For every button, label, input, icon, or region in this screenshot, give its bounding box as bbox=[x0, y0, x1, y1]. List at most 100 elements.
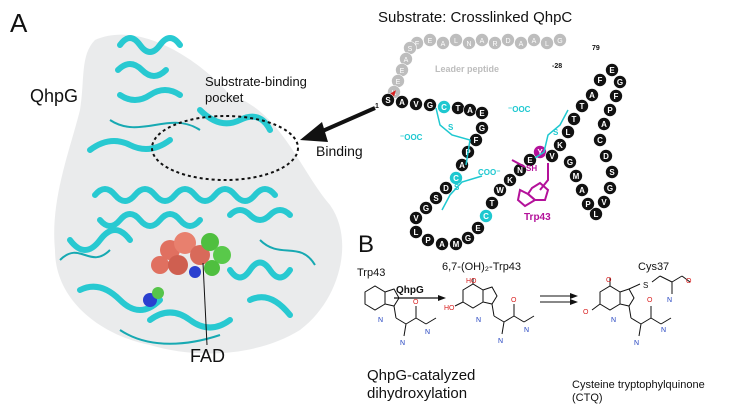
leader-residue-label: G bbox=[557, 38, 562, 45]
start-number: 1 bbox=[375, 103, 379, 110]
reaction-arrow-2a-head bbox=[570, 293, 578, 299]
peptide-residue-label: D bbox=[603, 152, 609, 161]
trp43-n2: N bbox=[425, 329, 430, 336]
peptide-residue bbox=[493, 183, 507, 197]
peptide-residue bbox=[419, 201, 433, 215]
fad-pointer bbox=[202, 262, 208, 346]
leader-residue-label: A bbox=[441, 41, 446, 48]
peptide-residue bbox=[563, 155, 577, 169]
enzyme-label: QhpG bbox=[396, 285, 424, 296]
peptide-residue-label: T bbox=[580, 102, 585, 111]
cys37-sidechain bbox=[511, 159, 526, 168]
peptide-residue-label: A bbox=[439, 240, 445, 249]
leader-residue bbox=[501, 33, 515, 47]
pocket-label-line2: pocket bbox=[205, 90, 244, 105]
intermediate-n2: N bbox=[524, 327, 529, 334]
pocket-label-line1: Substrate-binding bbox=[205, 74, 307, 89]
trp43-o: O bbox=[413, 299, 419, 306]
peptide-residue-label: A bbox=[579, 186, 585, 195]
peptide-residue bbox=[409, 225, 423, 239]
peptide-residue bbox=[455, 158, 469, 172]
peptide-residue bbox=[569, 169, 583, 183]
ctq-o-3: O bbox=[686, 278, 692, 285]
peptide-residue-label: C bbox=[441, 103, 447, 112]
peptide-residue bbox=[605, 165, 619, 179]
pocket-ellipse bbox=[151, 115, 299, 181]
peptide-residue-label: C bbox=[483, 212, 489, 221]
peptide-residue bbox=[581, 197, 595, 211]
peptide-residue bbox=[553, 138, 567, 152]
peptide-residue-label: E bbox=[527, 156, 533, 165]
peptide-residue-label: L bbox=[566, 128, 571, 137]
peptide-residue bbox=[575, 99, 589, 113]
leader-residue bbox=[540, 36, 554, 50]
intermediate-o: O bbox=[511, 297, 517, 304]
peptide-residue bbox=[475, 106, 489, 120]
leader-residue-label: A bbox=[519, 41, 524, 48]
protein-structure bbox=[54, 34, 343, 354]
peptide-residue bbox=[613, 75, 627, 89]
coo-upper: ⁻OOC bbox=[508, 105, 531, 114]
peptide-residue-label: T bbox=[456, 104, 461, 113]
peptide-residue-label: P bbox=[425, 236, 431, 245]
reaction-arrow-1-head bbox=[438, 295, 446, 301]
trp43-structure bbox=[364, 285, 437, 337]
leader-residue-label: L bbox=[545, 41, 549, 48]
leader-residue-label: S bbox=[408, 46, 413, 53]
trp43-label: Trp43 bbox=[524, 212, 551, 223]
peptide-residue-label: F bbox=[474, 136, 479, 145]
peptide-residue bbox=[485, 196, 499, 210]
peptide-residue bbox=[585, 88, 599, 102]
trp43-sidechain bbox=[516, 163, 550, 208]
peptide-residue-label: A bbox=[459, 161, 465, 170]
peptide-residue bbox=[609, 89, 623, 103]
peptide-residue bbox=[545, 149, 559, 163]
intermediate-ho-1: HO bbox=[466, 278, 477, 285]
binding-arrow-head bbox=[300, 122, 328, 142]
leader-start-number: -28 bbox=[552, 63, 562, 70]
peptide-residue bbox=[603, 103, 617, 117]
caption-line2: dihydroxylation bbox=[367, 385, 467, 402]
peptide-residue bbox=[605, 63, 619, 77]
peptide-residue-label: V bbox=[601, 198, 607, 207]
peptide-residue-label: F bbox=[598, 76, 603, 85]
peptide-residue bbox=[435, 237, 449, 251]
peptide-residue bbox=[503, 173, 517, 187]
peptide-residue-label: E bbox=[475, 224, 481, 233]
end-number: 79 bbox=[592, 45, 600, 52]
peptide-residue bbox=[599, 149, 613, 163]
peptide-residue-label: E bbox=[479, 109, 485, 118]
peptide-residue-label: G bbox=[567, 158, 573, 167]
peptide-residue-label: N bbox=[517, 166, 523, 175]
peptide-residue bbox=[471, 221, 485, 235]
ctq-s: S bbox=[643, 281, 648, 290]
peptide-residue-label: S bbox=[433, 194, 439, 203]
peptide-residue bbox=[597, 117, 611, 131]
peptide-residue-label: V bbox=[549, 152, 555, 161]
peptide-residue bbox=[603, 181, 617, 195]
peptide-residue-label: V bbox=[413, 100, 419, 109]
leader-residue bbox=[423, 33, 437, 47]
peptide-residue-label: C bbox=[453, 174, 459, 183]
reaction-arrow-2b-head bbox=[570, 299, 578, 305]
intermediate-n: N bbox=[498, 338, 503, 345]
trp43-start-label: Trp43 bbox=[357, 267, 385, 279]
peptide-residue bbox=[589, 207, 603, 221]
peptide-residue-label: K bbox=[507, 176, 513, 185]
substrate-title: Substrate: Crosslinked QhpC bbox=[378, 9, 572, 26]
panel-b-letter: B bbox=[358, 231, 374, 258]
product-label: Cys37 bbox=[638, 261, 669, 273]
coo-right: COO⁻ bbox=[478, 168, 500, 177]
peptide-residue-label: A bbox=[467, 106, 473, 115]
peptide-residue bbox=[533, 145, 547, 159]
leader-residue bbox=[462, 36, 476, 50]
leader-residue-label: E bbox=[428, 38, 433, 45]
binding-arrow bbox=[317, 106, 376, 135]
product-caption-line1: Cysteine tryptophylquinone bbox=[572, 379, 705, 391]
peptide-residue-label: T bbox=[490, 199, 495, 208]
s-label-1: S bbox=[448, 123, 454, 132]
leader-residue-label: N bbox=[466, 41, 471, 48]
peptide-residue-label: K bbox=[557, 141, 563, 150]
ctq-structure bbox=[591, 275, 691, 337]
